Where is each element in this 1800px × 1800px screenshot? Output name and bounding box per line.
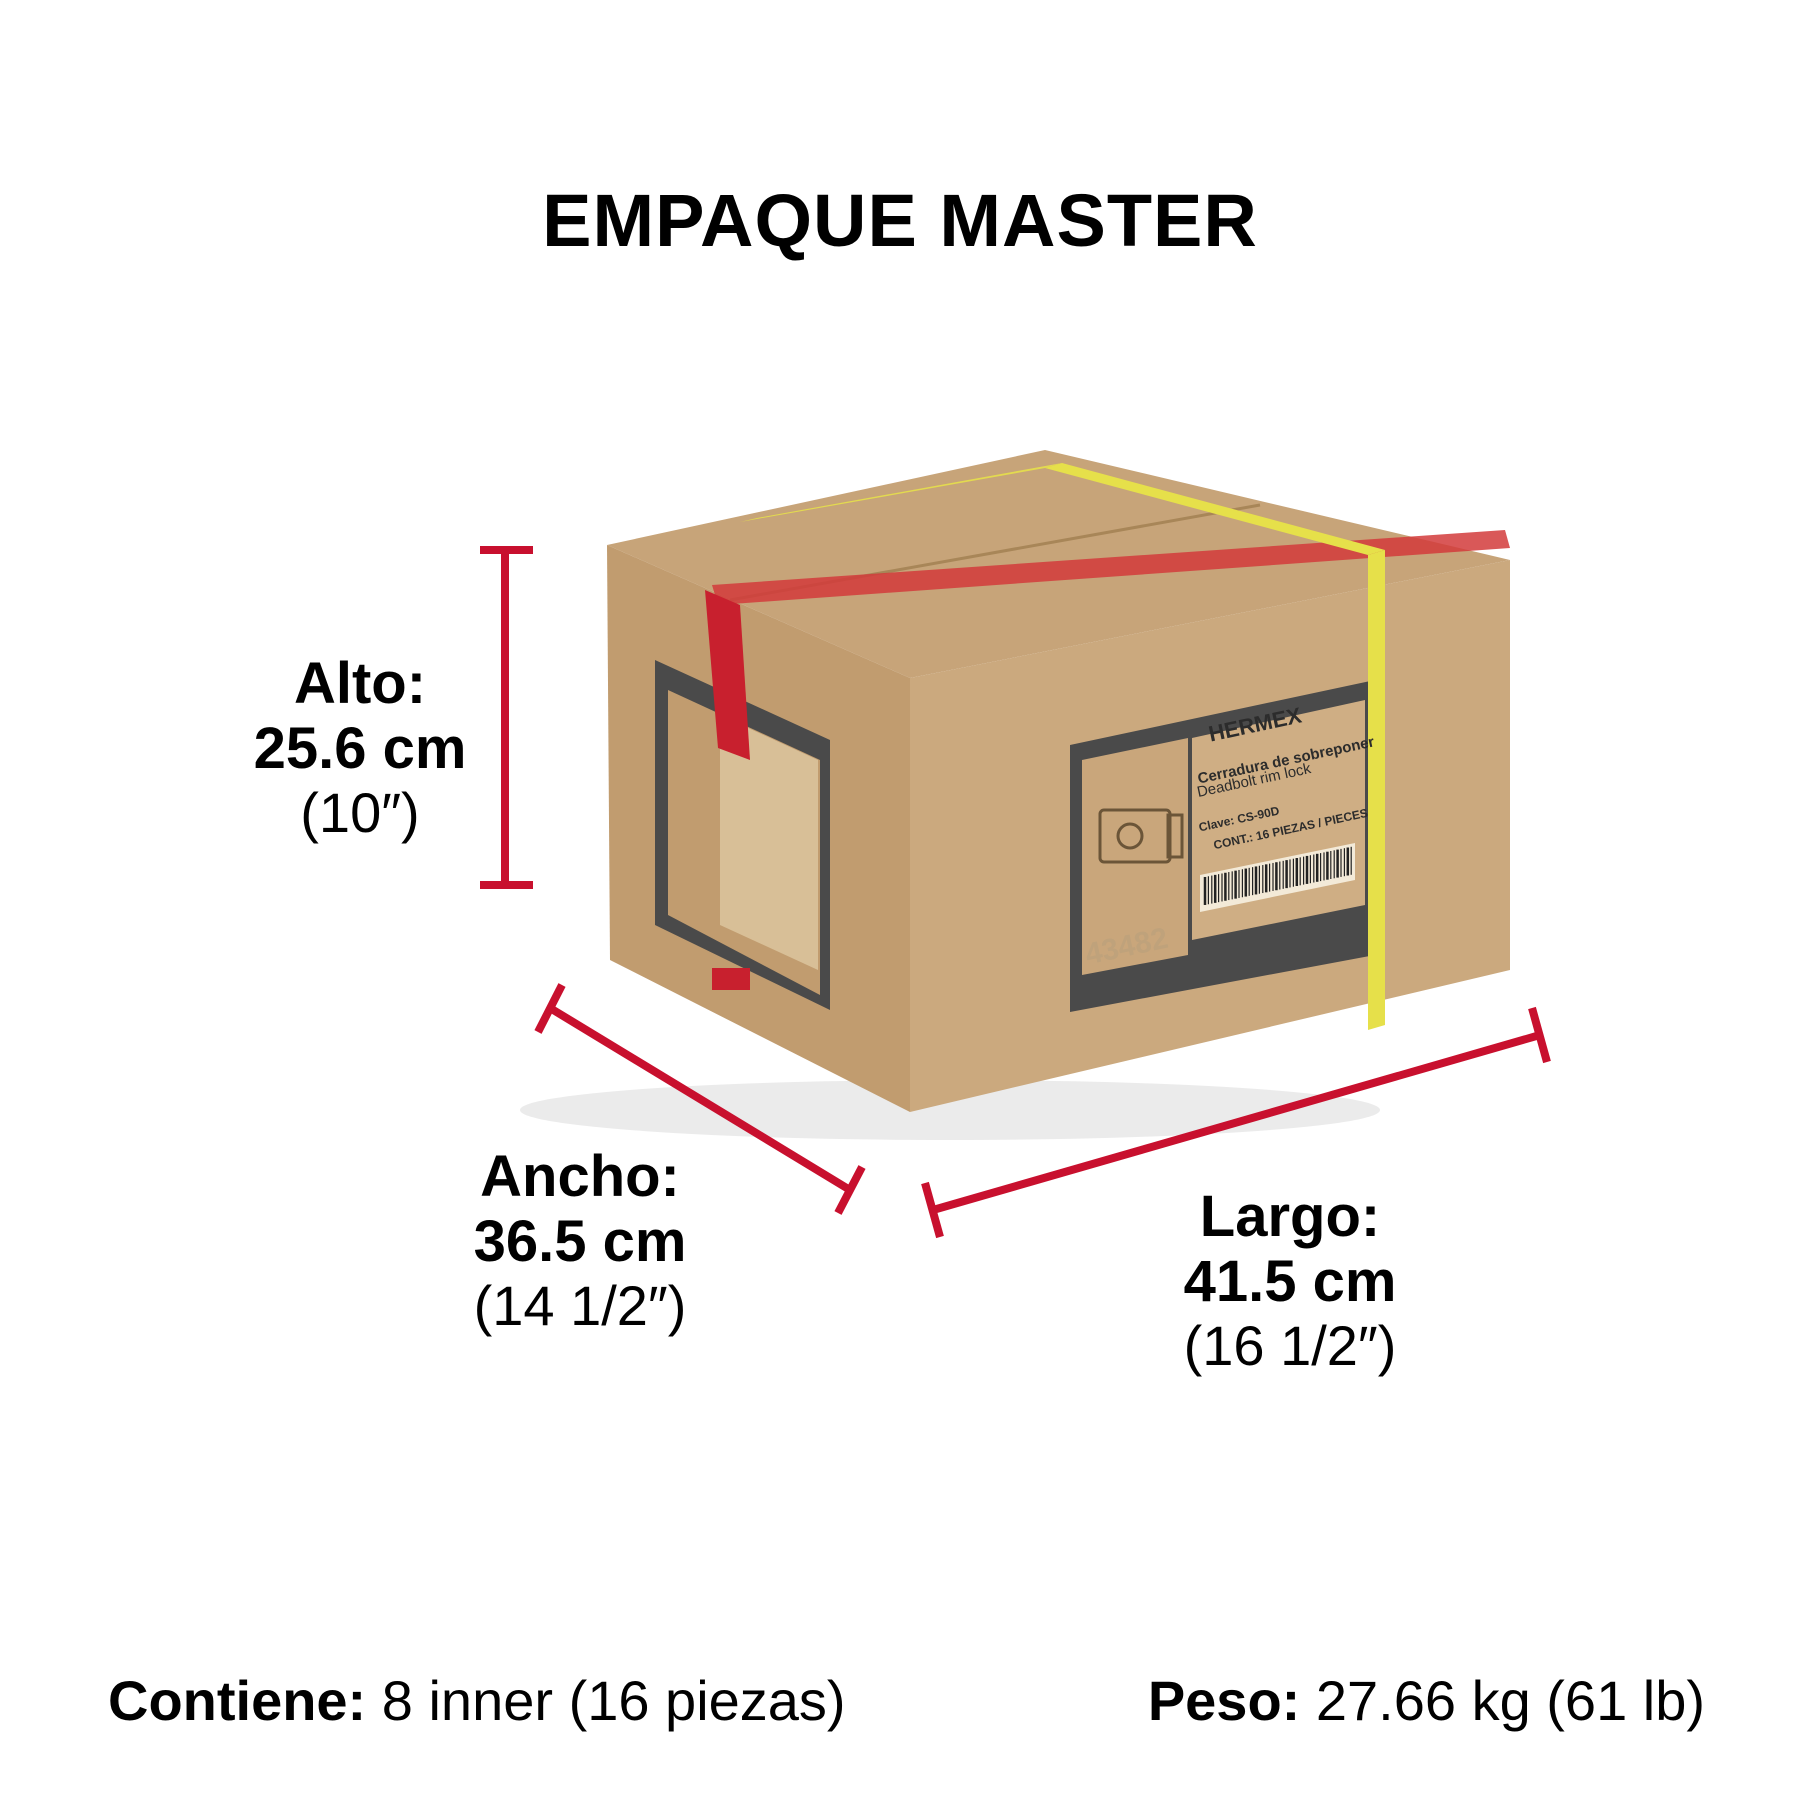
page-title: EMPAQUE MASTER xyxy=(542,179,1258,262)
alto-measure-line xyxy=(480,546,533,889)
security-tape xyxy=(712,530,1510,605)
weight-info: Peso: 27.66 kg (61 lb) xyxy=(1148,1668,1705,1733)
largo-title: Largo: xyxy=(1199,1184,1381,1249)
contents-value: 8 inner (16 piezas) xyxy=(366,1669,846,1732)
box-shadow xyxy=(520,1080,1380,1140)
security-tape-tail xyxy=(705,590,750,760)
strap-right-vertical xyxy=(1368,550,1385,1030)
ancho-metric: 36.5 cm xyxy=(473,1208,687,1274)
weight-label: Peso: xyxy=(1147,1669,1301,1732)
largo-label: Largo: 41.5 cm (16 1/2″) xyxy=(1140,1184,1440,1378)
lock-sketch-icon xyxy=(1098,808,1184,864)
weight-value: 27.66 kg (61 lb) xyxy=(1300,1669,1705,1732)
ancho-title: Ancho: xyxy=(480,1144,680,1209)
contents-info: Contiene: 8 inner (16 piezas) xyxy=(108,1668,846,1733)
alto-label: Alto: 25.6 cm (10″) xyxy=(210,651,510,845)
ancho-label: Ancho: 36.5 cm (14 1/2″) xyxy=(430,1144,730,1338)
ancho-imperial: (14 1/2″) xyxy=(473,1273,687,1337)
barcode xyxy=(1200,843,1355,912)
largo-metric: 41.5 cm xyxy=(1183,1248,1397,1314)
largo-measure-line xyxy=(921,1006,1551,1239)
left-label-text-area xyxy=(720,715,818,970)
contents-label: Contiene: xyxy=(108,1669,367,1732)
alto-title: Alto: xyxy=(293,651,427,716)
ancho-measure-line xyxy=(534,983,866,1215)
largo-imperial: (16 1/2″) xyxy=(1183,1313,1397,1377)
strap-top-left xyxy=(740,463,1062,522)
alto-metric: 25.6 cm xyxy=(253,715,467,781)
alto-imperial: (10″) xyxy=(300,780,420,844)
right-label-picture-area xyxy=(1082,738,1188,975)
strap-top-right xyxy=(1045,463,1385,555)
red-clip xyxy=(712,968,750,990)
